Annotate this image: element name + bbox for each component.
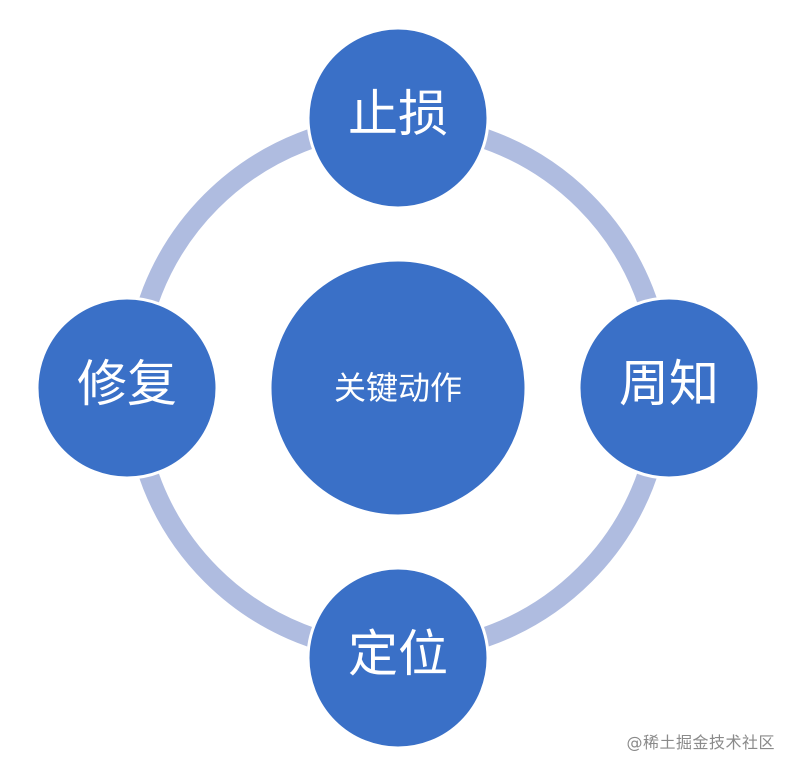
node-right: 周知: [577, 296, 761, 480]
node-left-circle: [35, 296, 219, 480]
watermark: @稀土掘金技术社区: [626, 733, 775, 752]
node-bottom-label: 定位: [348, 625, 448, 683]
node-top: 止损: [306, 26, 490, 210]
node-top-circle: [306, 26, 490, 210]
node-bottom: 定位: [306, 566, 490, 750]
node-left-label: 修复: [77, 355, 177, 413]
node-left: 修复: [35, 296, 219, 480]
node-right-circle: [577, 296, 761, 480]
center-node-label: 关键动作: [334, 369, 462, 407]
center-node: 关键动作: [268, 258, 528, 518]
node-top-label: 止损: [348, 85, 448, 143]
node-bottom-circle: [306, 566, 490, 750]
center-node-circle: [268, 258, 528, 518]
node-right-label: 周知: [619, 355, 719, 413]
